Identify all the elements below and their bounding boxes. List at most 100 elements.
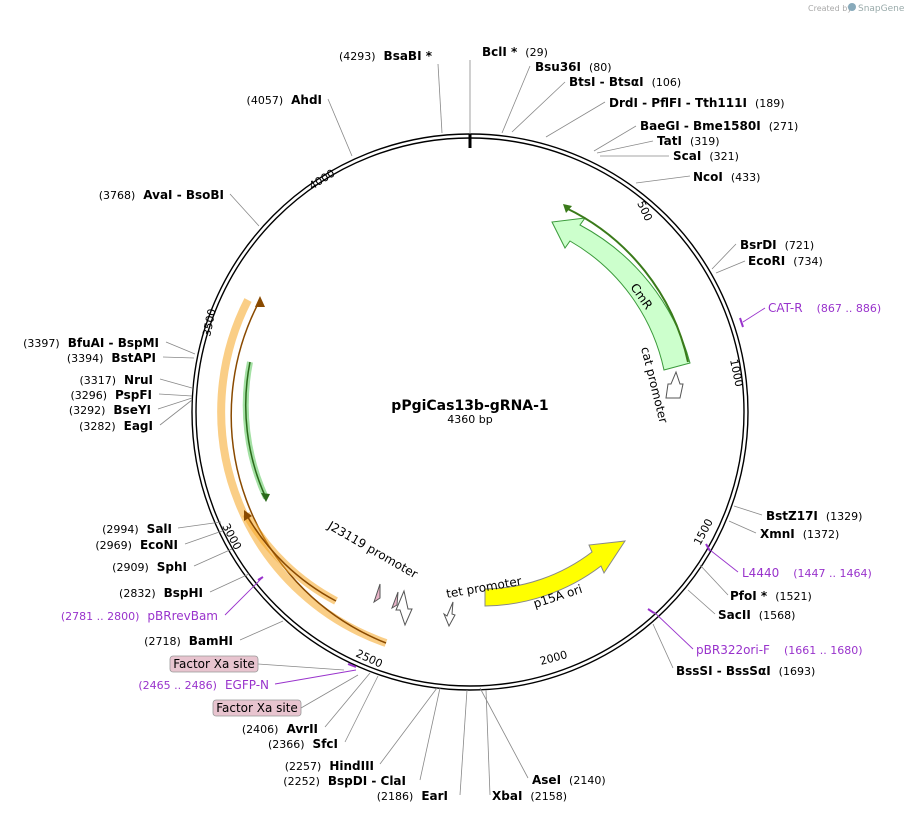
leader-line xyxy=(229,193,260,227)
site-label-pspfi[interactable]: (3296)PspFI xyxy=(70,388,152,402)
tick-label-1500: 1500 xyxy=(691,517,716,548)
site-label-hindiii[interactable]: (2257)HindIII xyxy=(285,759,374,773)
tet-promoter-arrow[interactable] xyxy=(442,601,456,628)
primer-label-l4440[interactable]: L4440(1447 .. 1464) xyxy=(742,566,872,580)
plasmid-name: pPgiCas13b-gRNA-1 xyxy=(391,398,548,414)
site-label-tati[interactable]: TatI(319) xyxy=(657,134,720,148)
site-label-ecori[interactable]: EcoRI(734) xyxy=(748,254,823,268)
leader-line xyxy=(158,393,193,397)
leader-line xyxy=(479,687,529,779)
tick-label-1000: 1000 xyxy=(727,358,746,388)
site-label-bsabi[interactable]: (4293)BsaBI * xyxy=(339,49,433,63)
j23119-promoter-arrow[interactable] xyxy=(395,589,413,627)
leader-line xyxy=(545,101,606,138)
site-label-bspdi[interactable]: (2252)BspDI - ClaI xyxy=(283,774,406,788)
leader-line xyxy=(327,98,353,157)
leader-line xyxy=(159,378,193,389)
leader-line xyxy=(511,81,566,133)
leader-line xyxy=(711,243,737,270)
site-label-bamhi[interactable]: (2718)BamHI xyxy=(144,634,233,648)
site-label-btsi[interactable]: BtsI - BtsαI(106) xyxy=(569,75,681,89)
green-orf-inner-head-icon xyxy=(261,493,270,502)
tick-label-3000: 3000 xyxy=(219,521,244,552)
site-label-eari[interactable]: (2186)EarI xyxy=(377,789,448,803)
site-label-avai[interactable]: (3768)AvaI - BsoBI xyxy=(99,188,224,202)
site-label-avrii[interactable]: (2406)AvrII xyxy=(242,722,318,736)
factor-xa-leader-2 xyxy=(300,674,359,709)
site-label-bstapi[interactable]: (3394)BstAPI xyxy=(67,351,156,365)
tick-label-3500: 3500 xyxy=(200,308,219,338)
primer-label-pbr322ori-f[interactable]: pBR322ori-F(1661 .. 1680) xyxy=(696,643,863,657)
leader-line xyxy=(596,140,654,154)
orange-orf-inner-head-icon xyxy=(244,510,252,521)
green-orf-inner[interactable] xyxy=(242,361,269,500)
cmr-feature[interactable] xyxy=(551,217,691,371)
leader-line xyxy=(459,689,468,796)
leader-line xyxy=(177,521,222,529)
primer-leader xyxy=(709,549,739,573)
site-label-bsssi[interactable]: BssSI - BssSαI(1693) xyxy=(676,664,815,678)
primer-leader xyxy=(653,611,694,650)
site-label-sfci[interactable]: (2366)SfcI xyxy=(268,737,338,751)
leader-line xyxy=(239,620,284,641)
leader-line xyxy=(159,399,193,426)
factor-xa-site-2[interactable]: Factor Xa site xyxy=(212,699,302,717)
site-label-pfoi[interactable]: PfoI *(1521) xyxy=(730,589,812,603)
site-label-eagi[interactable]: (3282)EagI xyxy=(79,419,153,433)
snapgene-watermark: Created by SnapGene xyxy=(808,3,905,14)
site-label-bsphi[interactable]: (2832)BspHI xyxy=(119,586,203,600)
site-label-econi[interactable]: (2969)EcoNI xyxy=(95,538,178,552)
orange-orf-inner-line xyxy=(245,513,337,602)
snapgene-logo-icon xyxy=(848,3,856,11)
site-label-sali[interactable]: (2994)SalI xyxy=(102,522,172,536)
leader-line xyxy=(157,397,193,410)
site-label-ncoi[interactable]: NcoI(433) xyxy=(693,170,760,184)
factor-xa-leader-1 xyxy=(257,663,345,671)
primer-marks xyxy=(257,317,744,668)
site-label-bsu36i[interactable]: Bsu36I(80) xyxy=(535,60,612,74)
primer-label-pbrrevbam[interactable]: (2781 .. 2800)pBRrevBam xyxy=(61,609,218,623)
site-label-nrui[interactable]: (3317)NruI xyxy=(79,373,153,387)
site-label-sphi[interactable]: (2909)SphI xyxy=(112,560,187,574)
site-label-bseyi[interactable]: (3292)BseYI xyxy=(69,403,151,417)
factor-xa-site-1[interactable]: Factor Xa site xyxy=(169,655,259,673)
leader-line xyxy=(501,65,531,134)
site-label-xmni[interactable]: XmnI(1372) xyxy=(760,527,839,541)
primer-label-egfp-n[interactable]: (2465 .. 2486)EGFP-N xyxy=(138,678,269,692)
site-label-asei[interactable]: AseI(2140) xyxy=(532,773,606,787)
cmr-arrow-head-icon xyxy=(563,204,572,213)
primer-leader xyxy=(224,577,263,616)
site-label-xbai[interactable]: XbaI(2158) xyxy=(492,789,567,803)
tick-label-4000: 4000 xyxy=(307,167,338,193)
orange-orf-outer[interactable] xyxy=(217,298,388,647)
watermark-created-by: Created by xyxy=(808,4,852,13)
leader-line xyxy=(379,687,438,765)
leader-line xyxy=(209,573,250,593)
site-label-bfuai[interactable]: (3397)BfuAI - BspMI xyxy=(23,336,159,350)
leader-line xyxy=(162,356,195,359)
site-label-sacii[interactable]: SacII(1568) xyxy=(718,608,795,622)
leader-line xyxy=(437,63,443,134)
leader-line xyxy=(635,175,691,184)
site-label-scai[interactable]: ScaI(321) xyxy=(673,149,739,163)
site-label-bcli[interactable]: BclI *(29) xyxy=(482,45,548,59)
cat-promoter-arrow[interactable] xyxy=(665,370,684,399)
site-label-ahdi[interactable]: (4057)AhdI xyxy=(247,93,322,107)
primer-leader xyxy=(742,307,766,323)
green-orf-inner-line xyxy=(244,361,267,499)
site-label-bstz17i[interactable]: BstZ17I(1329) xyxy=(766,509,862,523)
j23119-promoter-label: J23119 promoter xyxy=(325,518,421,581)
leader-line xyxy=(324,672,371,728)
site-label-baegi[interactable]: BaeGI - Bme1580I(271) xyxy=(640,119,798,133)
site-labels: BclI *(29)Bsu36I(80)BtsI - BtsαI(106) Drd… xyxy=(23,45,881,803)
watermark-brand: SnapGene xyxy=(858,4,905,14)
site-label-drdi[interactable]: DrdI - PflFI - Tth111I(189) xyxy=(609,96,785,110)
leader-line xyxy=(687,589,716,615)
site-label-bsrdi[interactable]: BsrDI(721) xyxy=(740,238,814,252)
factor-xa-label-1: Factor Xa site xyxy=(173,657,255,671)
primer-label-cat-r[interactable]: CAT-R(867 .. 886) xyxy=(768,301,881,315)
leader-line xyxy=(184,529,226,545)
orange-orf-outer-head-icon xyxy=(255,296,265,307)
p15a-ori-feature[interactable] xyxy=(484,540,627,607)
